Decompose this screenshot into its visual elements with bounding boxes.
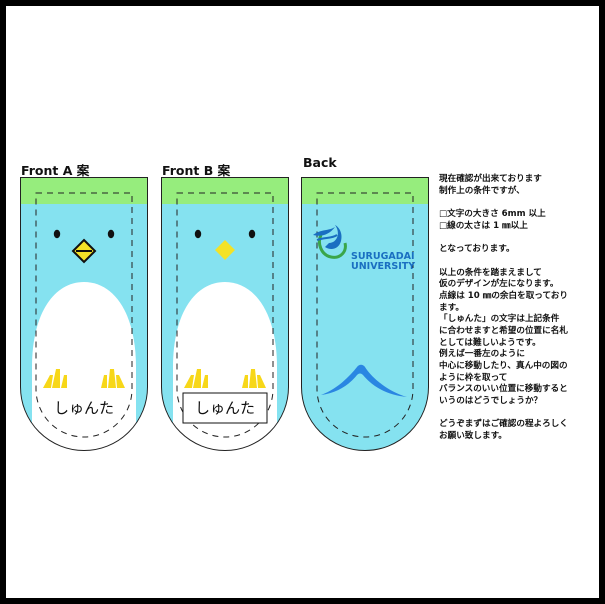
body-fill [301,177,429,451]
name-frame [182,392,268,424]
notes-line [439,256,589,268]
notes-line: いうのはどうでしょうか？ [439,396,543,407]
belly [32,282,136,451]
safe-margin-dashed [316,192,414,438]
logo-wave-icon [316,234,338,241]
logo-ring-icon [317,234,347,259]
outline [161,177,289,451]
top-band [20,177,148,204]
notes-line: 「しゅんた」の文字は上記条件 [439,314,560,325]
front-a-label: Front A 案 [21,163,90,178]
logo-bird-icon [325,225,342,249]
belly [173,282,277,451]
notes-line: 現在確認が出来ております [439,174,542,184]
outline [301,177,429,451]
notes-line: としては難しいようです。 [439,337,541,348]
left-foot [184,369,208,388]
university-logo: SURUGADAI UNIVERSITY [313,225,415,272]
safe-margin-dashed [176,192,274,438]
front-b-bookmark: しゅんた [161,177,289,451]
back-bookmark: SURUGADAI UNIVERSITY [301,177,429,451]
safe-margin-dashed [35,192,133,438]
notes-line: 例えば一番左のように [439,349,525,360]
notes-line: ます。 [439,302,464,313]
right-foot [242,369,266,388]
top-band [161,177,289,204]
top-band [301,177,429,204]
notes-line [439,232,589,244]
right-eye [248,229,256,239]
left-eye [53,229,61,239]
name-text: しゅんた [195,399,255,417]
right-eye [107,229,115,239]
notes-line: どうぞまずはご確認の程よろしく [439,419,568,430]
front-b-label: Front B 案 [162,163,231,178]
notes-line: □文字の大きさ 6mm 以上 [439,209,546,220]
notes-line: 点線は 10 ㎜の余白を取っており [439,290,568,301]
beak [215,240,235,260]
notes-line: 制作上の条件ですが、 [439,185,525,196]
left-eye [194,229,202,239]
logo-line2: UNIVERSITY [351,261,415,272]
notes-line: バランスのいい位置に移動すると [439,384,568,395]
name-text: しゅんた [54,399,114,417]
outline [20,177,148,451]
notes-line: □線の太さは 1 ㎜以上 [439,220,528,231]
back-label: Back [303,155,337,170]
logo-line1: SURUGADAI [351,251,415,262]
notes-line: お願い致します。 [439,431,507,442]
notes-line [439,408,589,420]
front-a-bookmark: しゅんた [20,177,148,451]
notes-line: となっております。 [439,244,515,255]
notes-line: ように枠を取って [439,372,508,383]
left-foot [43,369,67,388]
notes-line [439,197,589,209]
notes-text: 現在確認が出来ております制作上の条件ですが、 □文字の大きさ 6mm 以上□線の太… [439,174,589,443]
right-foot [101,369,125,388]
notes-line: 中心に移動したり、真ん中の図の [439,361,568,371]
wing-chevron [321,364,407,397]
notes-line: 以上の条件を踏まえまして [439,267,542,278]
notes-line: 仮のデザインが左になります。 [439,279,559,290]
notes-line: に合わせますと希望の位置に名札 [439,325,568,336]
logo-wing-icon [313,227,335,236]
